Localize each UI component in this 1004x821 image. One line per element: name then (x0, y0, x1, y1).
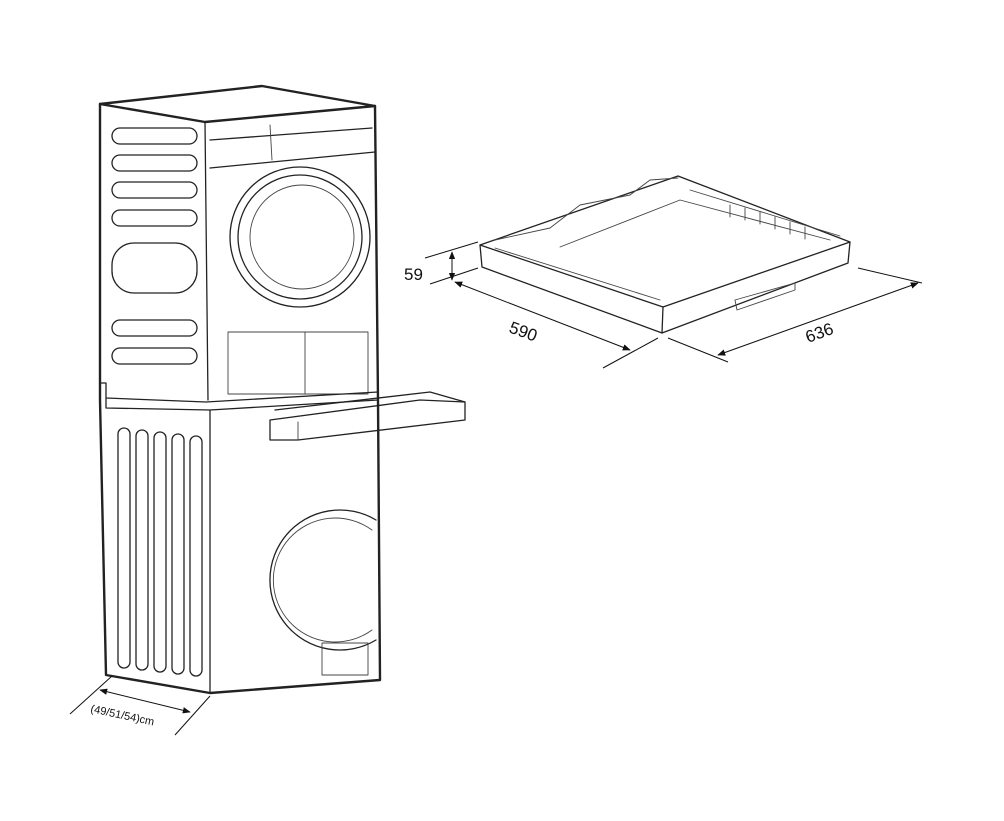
pedestal (479, 175, 851, 334)
pull-out-shelf (269, 391, 466, 441)
stack-width-dimension: (49/51/54)cm (69, 675, 211, 736)
pedestal-depth-label: 590 (507, 318, 540, 346)
stack-width-label: (49/51/54)cm (89, 703, 155, 728)
pedestal-height-dimension: 59 (404, 241, 479, 285)
stacked-appliances (98, 84, 466, 695)
pedestal-width-dimension: 636 (667, 267, 923, 363)
pedestal-width-label: 636 (803, 319, 836, 347)
pedestal-height-label: 59 (404, 265, 423, 284)
side-vents (111, 127, 198, 365)
side-ribs (117, 427, 203, 677)
